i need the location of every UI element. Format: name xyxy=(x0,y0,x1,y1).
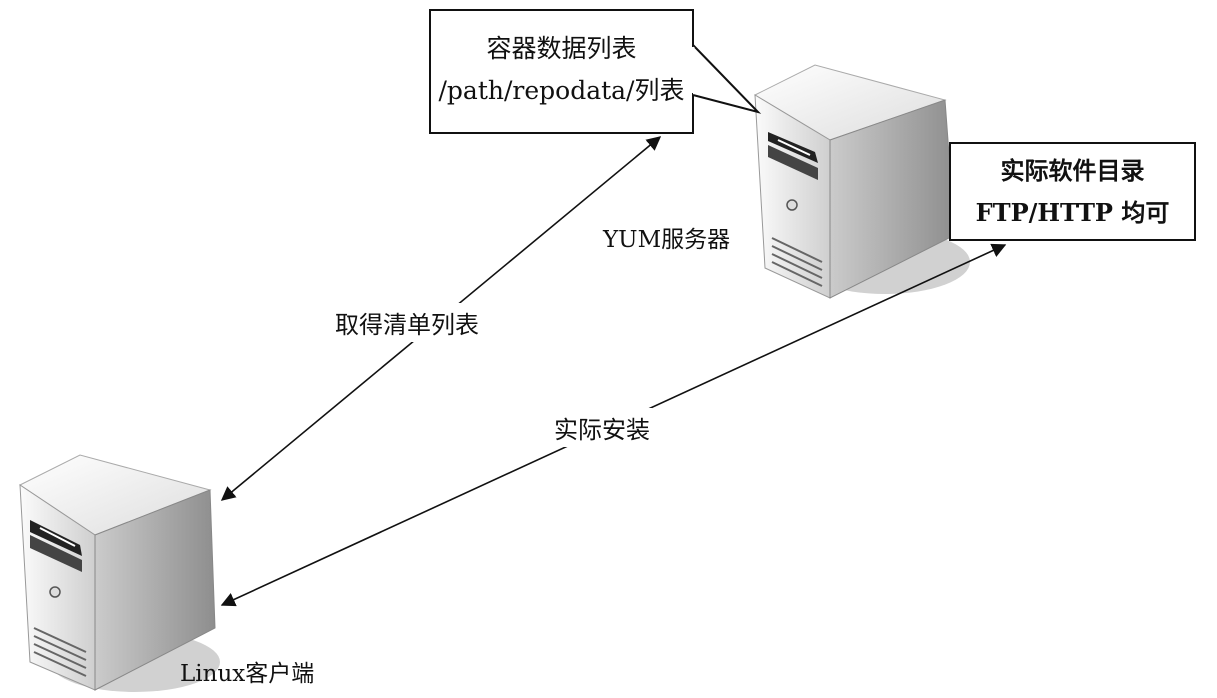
repodata-callout: 容器数据列表 /path/repodata/列表 xyxy=(430,28,693,112)
software-dir-callout: 实际软件目录 FTP/HTTP 均可 xyxy=(950,150,1195,234)
yum-server-icon xyxy=(753,64,970,299)
software-dir-callout-line2: FTP/HTTP 均可 xyxy=(975,198,1170,227)
repodata-callout-shape xyxy=(429,9,762,134)
repodata-callout-line1: 容器数据列表 xyxy=(486,34,637,63)
install-label: 实际安装 xyxy=(552,408,652,447)
get-list-label: 取得清单列表 xyxy=(333,303,481,342)
yum-server-label: YUM服务器 xyxy=(603,227,731,253)
linux-client-label: Linux客户端 xyxy=(180,661,315,687)
repodata-callout-line2: /path/repodata/列表 xyxy=(438,76,685,105)
software-dir-callout-line1: 实际软件目录 xyxy=(1000,156,1145,185)
software-dir-callout-shape xyxy=(949,142,1196,241)
linux-client-icon xyxy=(19,454,220,692)
